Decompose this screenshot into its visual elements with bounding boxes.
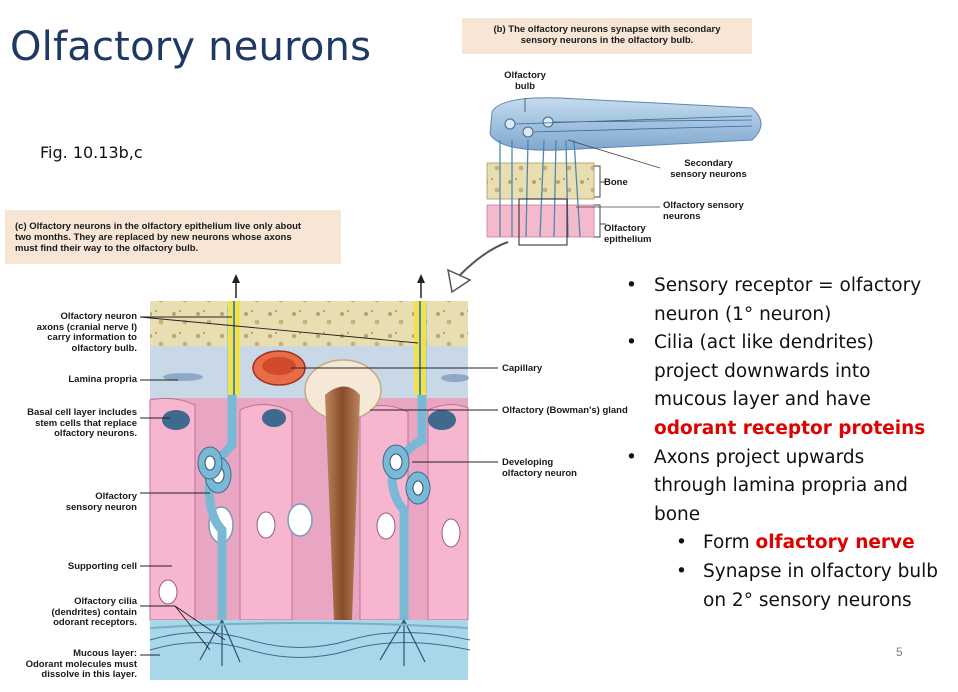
label-line: carry information to — [47, 332, 137, 343]
label-olfactory-epithelium: Olfactory epithelium — [604, 223, 652, 245]
label-line: Secondary — [684, 158, 733, 169]
bullet-dot: • — [676, 560, 687, 582]
label-line: olfactory bulb. — [71, 342, 137, 354]
label-line: neurons — [663, 210, 701, 222]
label-line: sensory neurons — [670, 168, 747, 180]
label-line: Olfactory cilia — [74, 596, 137, 607]
label-line: Olfactory sensory — [663, 200, 744, 211]
bullet-list: • Sensory receptor = olfactory neuron (1… — [624, 272, 954, 615]
bullet-line: Sensory receptor = olfactory — [654, 275, 922, 296]
bullet-dot: • — [626, 275, 637, 296]
label-line: bulb — [514, 80, 536, 92]
panel-c-caption-line: two months. They are replaced by new neu… — [15, 232, 292, 243]
page-number: 5 — [896, 645, 903, 659]
label-olfactory-sensory-neuron: Olfactory sensory neuron — [5, 491, 137, 513]
label-line: olfactory neuron — [502, 467, 577, 479]
bullet-dot: • — [626, 446, 637, 468]
label-line: Odorant molecules must — [25, 658, 137, 670]
bullet-line: neuron (1° neuron) — [654, 303, 832, 325]
bullet-dot: • — [626, 332, 637, 354]
label-line: axons (cranial nerve I) — [36, 321, 137, 333]
sub-bullet-emphasis: olfactory nerve — [755, 532, 915, 554]
label-line: stem cells that replace — [35, 417, 137, 429]
label-line: Basal cell layer includes — [27, 407, 137, 418]
panel-b-caption-line: sensory neurons in the olfactory bulb. — [520, 35, 694, 46]
slide-title: Olfactory neurons — [10, 24, 372, 70]
panel-c-caption-line: (c) Olfactory neurons in the olfactory e… — [15, 221, 302, 232]
label-line: Olfactory — [604, 223, 646, 234]
panel-c-caption: (c) Olfactory neurons in the olfactory e… — [5, 210, 341, 264]
label-line: epithelium — [604, 233, 652, 245]
label-line: Developing — [502, 457, 554, 468]
sub-bullet-item: • Synapse in olfactory bulb on 2° sensor… — [624, 558, 954, 615]
label-line: odorant receptors. — [53, 617, 137, 628]
bullet-line: mucous layer and have — [654, 389, 871, 411]
bullet-item: • Axons project upwards through lamina p… — [624, 444, 954, 530]
bullet-item: • Cilia (act like dendrites) project dow… — [624, 329, 954, 443]
label-leaders — [139, 316, 498, 656]
label-line: olfactory neurons. — [54, 428, 137, 439]
panel-c-artwork — [149, 274, 471, 680]
label-line: sensory neuron — [65, 501, 137, 513]
bullet-line: Cilia (act like dendrites) — [654, 332, 874, 354]
label-olfactory-sensory-neurons: Olfactory sensory neurons — [663, 200, 744, 222]
label-line: Olfactory — [95, 491, 137, 502]
label-neuron-axons: Olfactory neuron axons (cranial nerve I)… — [5, 311, 137, 354]
label-bone: Bone — [604, 177, 628, 188]
bullet-line: project downwards into — [654, 360, 871, 382]
label-basal-cell-layer: Basal cell layer includes stem cells tha… — [3, 407, 137, 440]
label-lamina-propria: Lamina propria — [68, 374, 137, 385]
label-line: Mucous layer: — [73, 648, 137, 659]
sub-bullet-text: Form — [703, 532, 756, 554]
label-secondary-sensory-neurons: Secondary sensory neurons — [656, 158, 761, 180]
label-bowmans-gland: Olfactory (Bowman's) gland — [502, 405, 628, 416]
figure-reference: Fig. 10.13b,c — [40, 143, 143, 162]
panel-b-caption-line: (b) The olfactory neurons synapse with s… — [493, 24, 721, 35]
label-capillary: Capillary — [502, 363, 543, 374]
label-line: Olfactory — [504, 70, 546, 81]
bullet-line: through lamina propria and — [654, 475, 908, 497]
label-olfactory-bulb: Olfactory bulb — [495, 70, 555, 92]
panel-c-caption-line: must find their way to the olfactory bul… — [15, 243, 199, 254]
label-olfactory-cilia: Olfactory cilia (dendrites) contain odor… — [5, 596, 137, 629]
bullet-line: bone — [654, 503, 701, 525]
sub-bullet-item: • Form olfactory nerve — [624, 529, 954, 558]
panel-b-caption: (b) The olfactory neurons synapse with s… — [462, 18, 752, 54]
sub-bullet-line: on 2° sensory neurons — [703, 589, 912, 611]
bullet-dot: • — [676, 532, 687, 554]
label-line: (dendrites) contain — [51, 606, 137, 618]
label-supporting-cell: Supporting cell — [67, 561, 137, 572]
panel-b-artwork — [486, 97, 762, 246]
label-mucous-layer: Mucous layer: Odorant molecules must dis… — [3, 648, 137, 681]
label-line: Olfactory neuron — [60, 311, 137, 322]
bullet-line: Axons project upwards — [654, 446, 865, 468]
label-line: dissolve in this layer. — [41, 669, 137, 680]
label-developing-neuron: Developing olfactory neuron — [502, 457, 577, 479]
sub-bullet-line: Synapse in olfactory bulb — [703, 560, 938, 582]
bullet-item: • Sensory receptor = olfactory neuron (1… — [624, 272, 954, 329]
bullet-emphasis: odorant receptor proteins — [654, 417, 926, 439]
